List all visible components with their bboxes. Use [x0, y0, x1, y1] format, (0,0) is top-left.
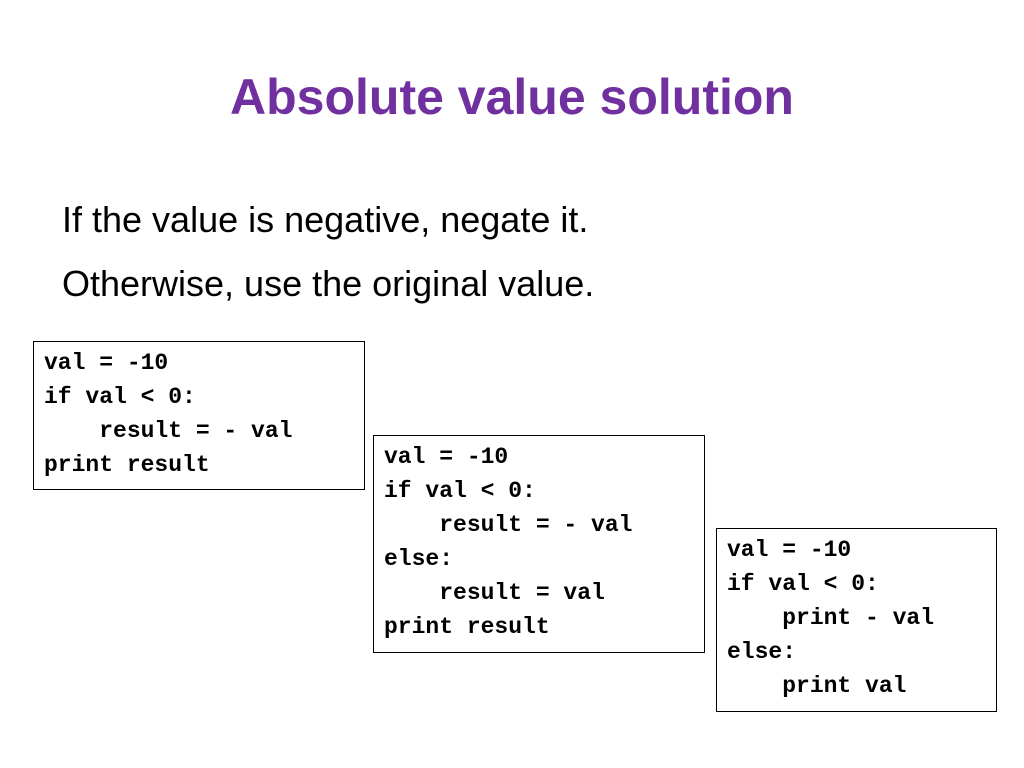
slide-title: Absolute value solution	[230, 69, 794, 125]
code-line: val = -10	[727, 537, 852, 563]
code-line: val = -10	[384, 444, 509, 470]
code-line: print - val	[727, 605, 935, 631]
code-box-3: val = -10 if val < 0: print - val else: pr…	[716, 528, 997, 712]
code-line: print result	[384, 614, 550, 640]
bullet-list: If the value is negative, negate it. Oth…	[62, 188, 594, 316]
code-box-1: val = -10 if val < 0: result = - val print…	[33, 341, 365, 490]
code-line: if val < 0:	[44, 384, 196, 410]
code-line: print val	[727, 673, 907, 699]
code-line: else:	[384, 546, 454, 572]
code-line: print result	[44, 452, 210, 478]
code-line: if val < 0:	[727, 571, 879, 597]
bullet-item: If the value is negative, negate it.	[62, 199, 589, 240]
code-line: if val < 0:	[384, 478, 536, 504]
code-line: val = -10	[44, 350, 169, 376]
code-box-2: val = -10 if val < 0: result = - val else:…	[373, 435, 705, 653]
code-line: result = - val	[384, 512, 633, 538]
code-line: else:	[727, 639, 797, 665]
code-line: result = - val	[44, 418, 293, 444]
code-line: result = val	[384, 580, 605, 606]
bullet-item: Otherwise, use the original value.	[62, 263, 595, 304]
